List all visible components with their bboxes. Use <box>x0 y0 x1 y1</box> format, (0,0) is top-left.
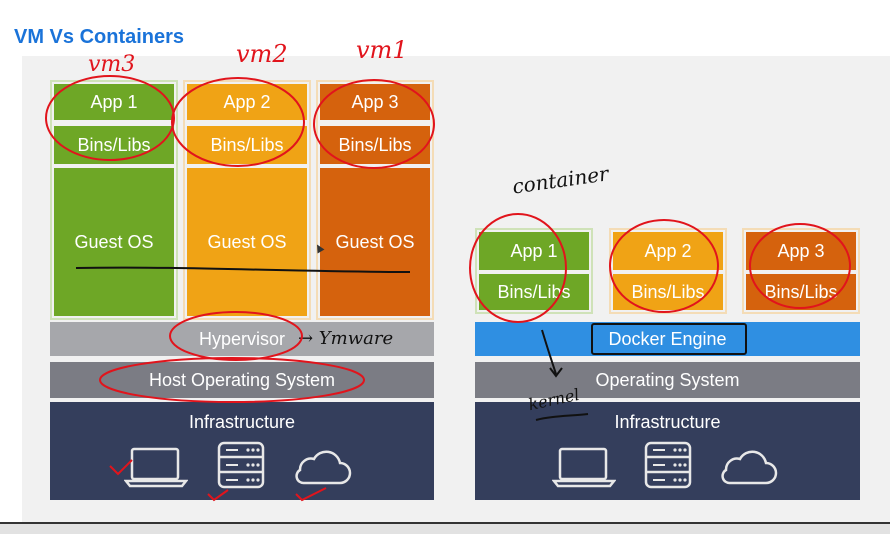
host-os-layer: Host Operating System <box>50 362 434 398</box>
vm-infrastructure-layer: Infrastructure <box>50 402 434 500</box>
vm-guest-os-3: Guest OS <box>320 168 430 316</box>
container-app-3: App 3 <box>746 232 856 270</box>
vm-app-3: App 3 <box>320 84 430 120</box>
cloud-icon <box>721 450 778 485</box>
bottom-bar <box>0 522 890 534</box>
vm-bins-3: Bins/Libs <box>320 126 430 164</box>
docker-engine-layer: Docker Engine <box>475 322 860 356</box>
vm-app-1: App 1 <box>54 84 174 120</box>
annotation-vm1: vm1 <box>356 36 408 64</box>
hypervisor-label: Hypervisor <box>198 328 286 349</box>
annotation-vmware: → Ymware <box>298 328 394 349</box>
server-icon <box>217 441 265 489</box>
laptop-icon <box>552 447 616 488</box>
operating-system-layer: Operating System <box>475 362 860 398</box>
vm-app-2: App 2 <box>187 84 307 120</box>
container-bins-3: Bins/Libs <box>746 274 856 310</box>
vm-bins-2: Bins/Libs <box>187 126 307 164</box>
vm-bins-1: Bins/Libs <box>54 126 174 164</box>
vm-guest-os-2: Guest OS <box>187 168 307 316</box>
annotation-vm2: vm2 <box>236 40 288 68</box>
page-title: VM Vs Containers <box>14 26 185 48</box>
cloud-icon <box>295 450 352 485</box>
container-bins-1: Bins/Libs <box>479 274 589 310</box>
container-app-1: App 1 <box>479 232 589 270</box>
laptop-icon <box>124 447 188 488</box>
annotation-vm3: vm3 <box>88 52 136 77</box>
vm-guest-os-1: Guest OS <box>54 168 174 316</box>
container-bins-2: Bins/Libs <box>613 274 723 310</box>
server-icon <box>644 441 692 489</box>
container-app-2: App 2 <box>613 232 723 270</box>
